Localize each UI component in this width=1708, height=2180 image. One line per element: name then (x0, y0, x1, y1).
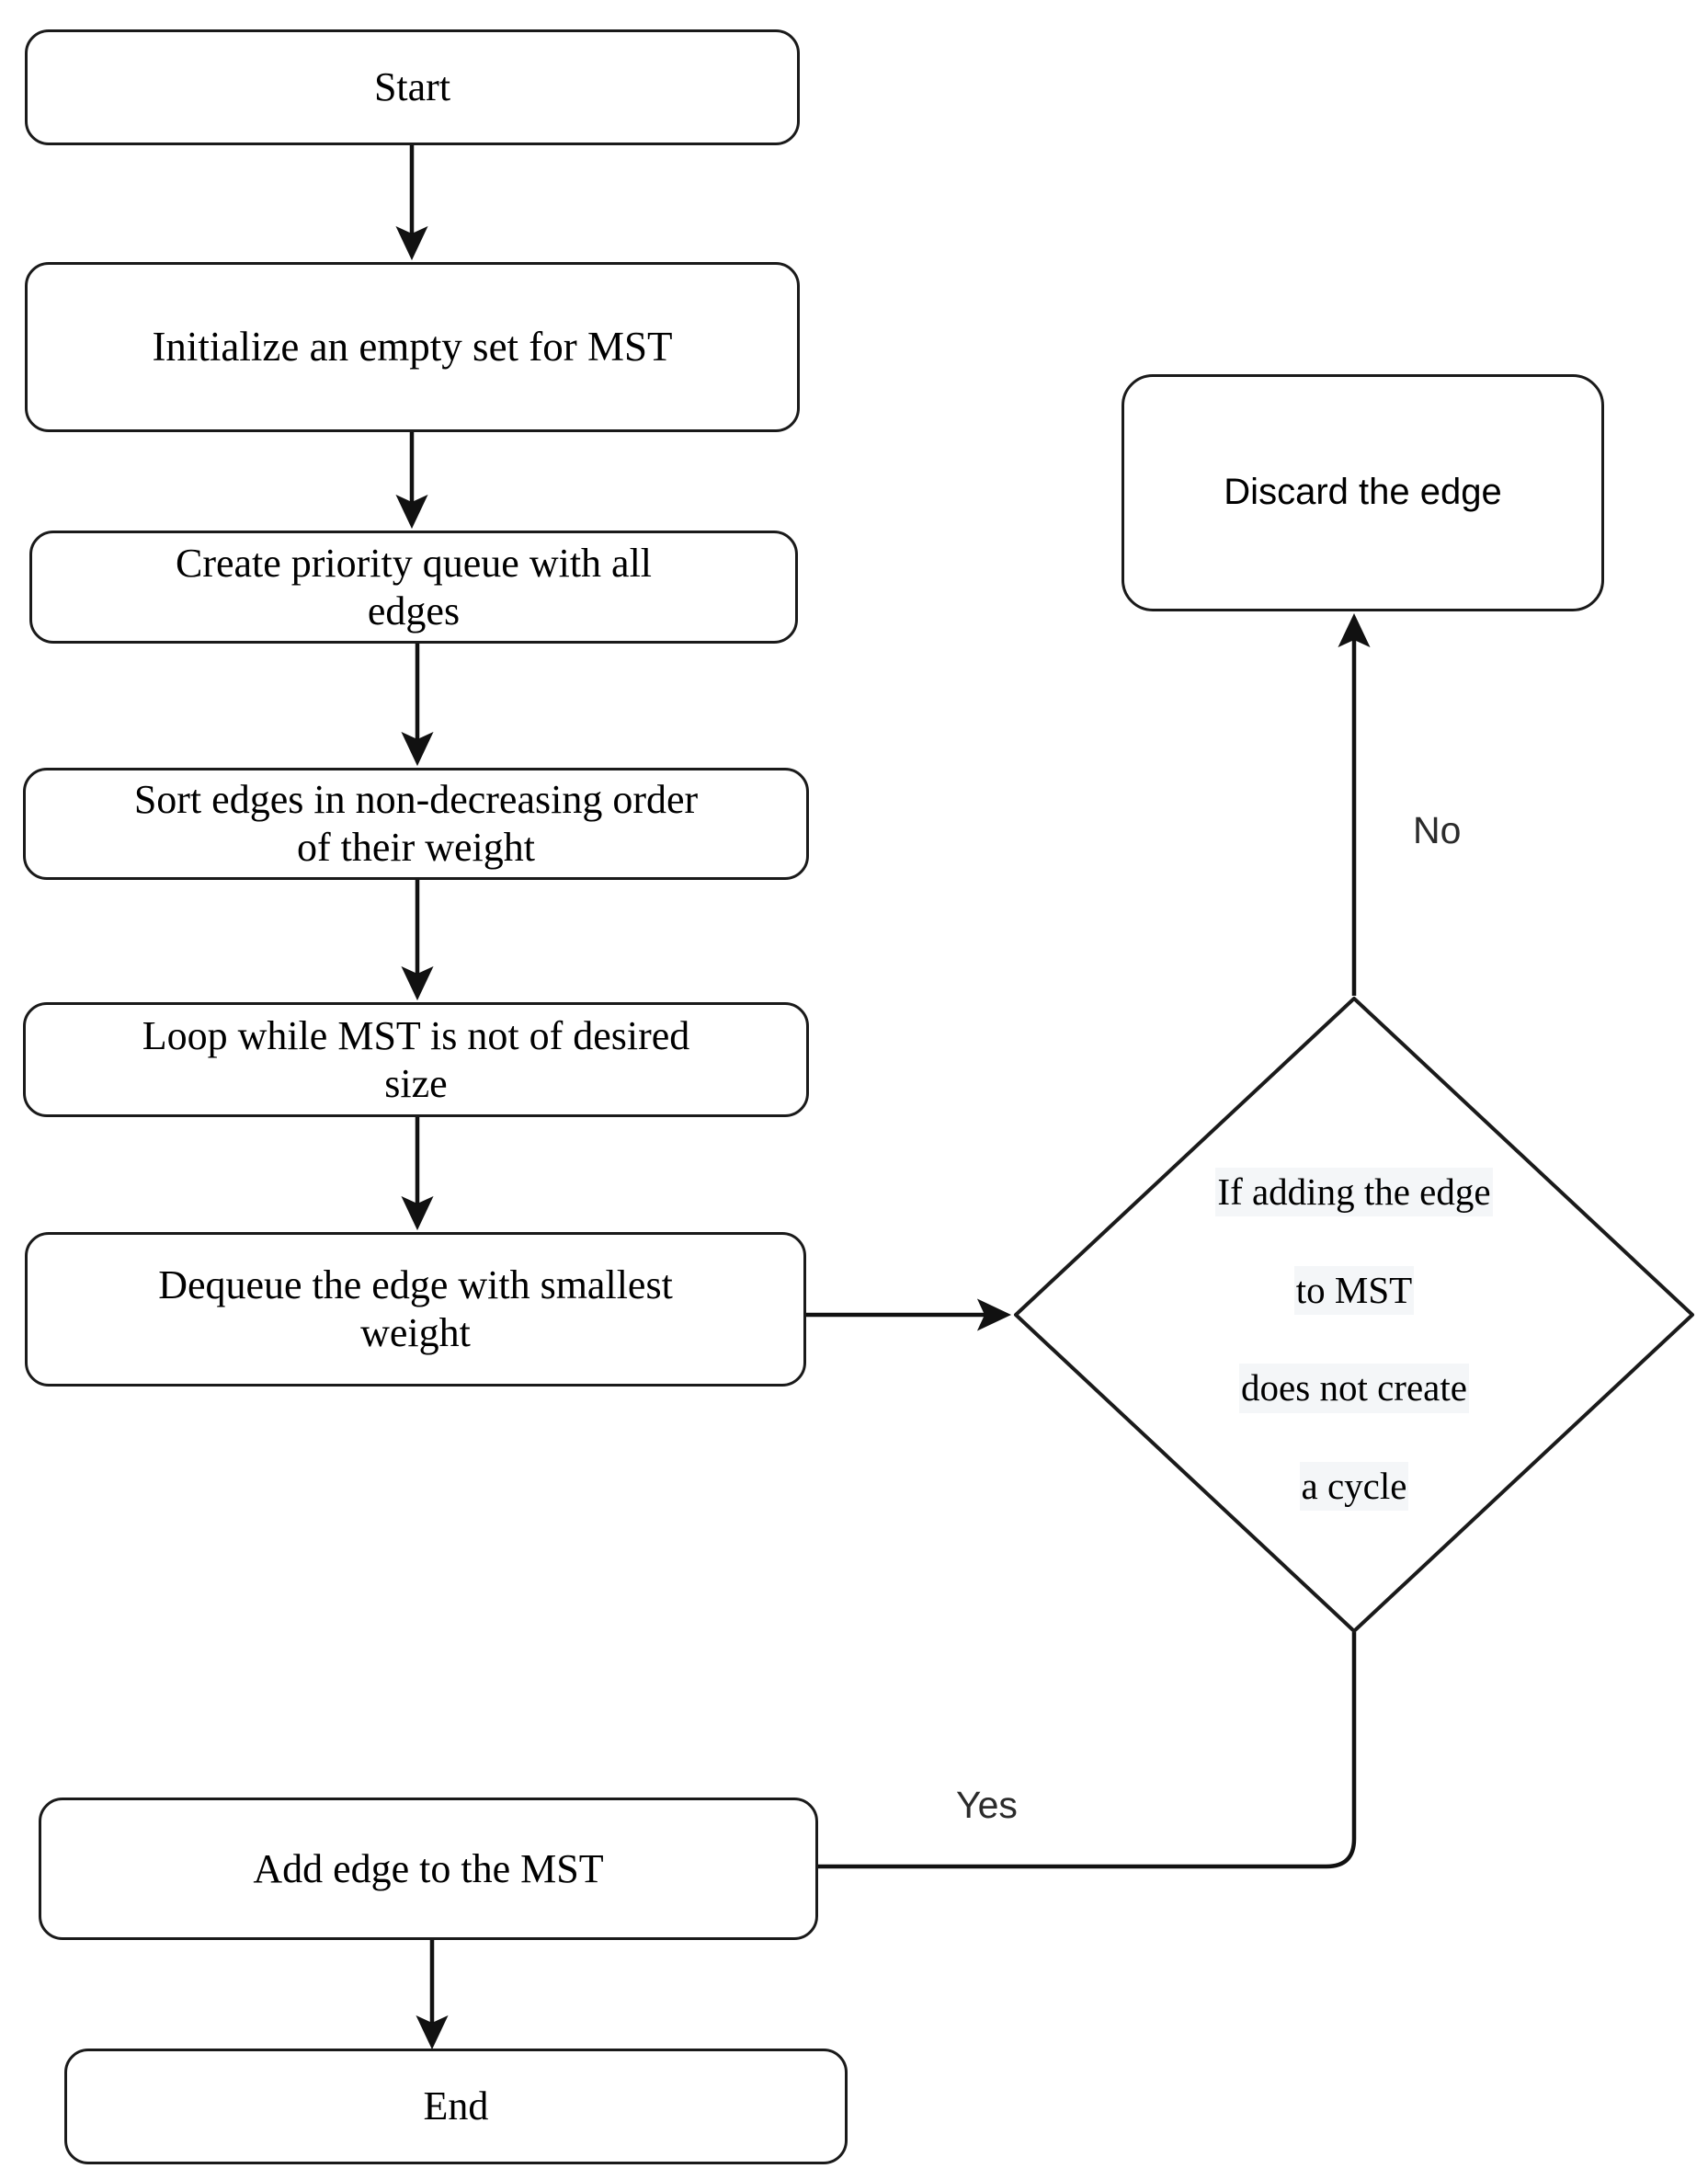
node-decision-cycle-check[interactable]: If adding the edge to MST does not creat… (1013, 996, 1695, 1634)
diamond-shape (1014, 997, 1694, 1633)
decision-line-3: does not create (1239, 1364, 1469, 1413)
node-start[interactable]: Start (25, 29, 800, 145)
node-sort-edges-label: Sort edges in non-decreasing order of th… (133, 777, 699, 870)
node-dequeue-edge[interactable]: Dequeue the edge with smallest weight (25, 1232, 806, 1387)
node-add-edge-to-mst[interactable]: Add edge to the MST (39, 1798, 818, 1940)
node-start-label: Start (373, 64, 451, 110)
node-add-edge-to-mst-label: Add edge to the MST (253, 1845, 604, 1891)
node-sort-edges[interactable]: Sort edges in non-decreasing order of th… (23, 768, 809, 880)
node-discard-edge[interactable]: Discard the edge (1122, 374, 1604, 611)
node-end-label: End (423, 2083, 489, 2129)
node-create-priority-queue[interactable]: Create priority queue with all edges (29, 531, 798, 644)
node-dequeue-edge-label: Dequeue the edge with smallest weight (158, 1262, 673, 1355)
node-discard-edge-label: Discard the edge (1224, 472, 1502, 513)
node-initialize[interactable]: Initialize an empty set for MST (25, 262, 800, 432)
node-initialize-label: Initialize an empty set for MST (152, 323, 673, 370)
decision-line-2: to MST (1293, 1265, 1415, 1315)
connector-decision-addedge-yes (818, 1632, 1357, 1869)
node-create-priority-queue-label: Create priority queue with all edges (175, 540, 653, 633)
edge-label-yes: Yes (956, 1784, 1018, 1826)
node-loop-while-mst-label: Loop while MST is not of desired size (142, 1012, 690, 1106)
node-end[interactable]: End (64, 2049, 848, 2164)
decision-line-1: If adding the edge (1215, 1168, 1493, 1217)
node-loop-while-mst[interactable]: Loop while MST is not of desired size (23, 1002, 809, 1117)
decision-line-4: a cycle (1299, 1461, 1409, 1512)
edge-label-no: No (1413, 809, 1462, 851)
node-decision-cycle-check-label: If adding the edge to MST does not creat… (1215, 1119, 1493, 1512)
